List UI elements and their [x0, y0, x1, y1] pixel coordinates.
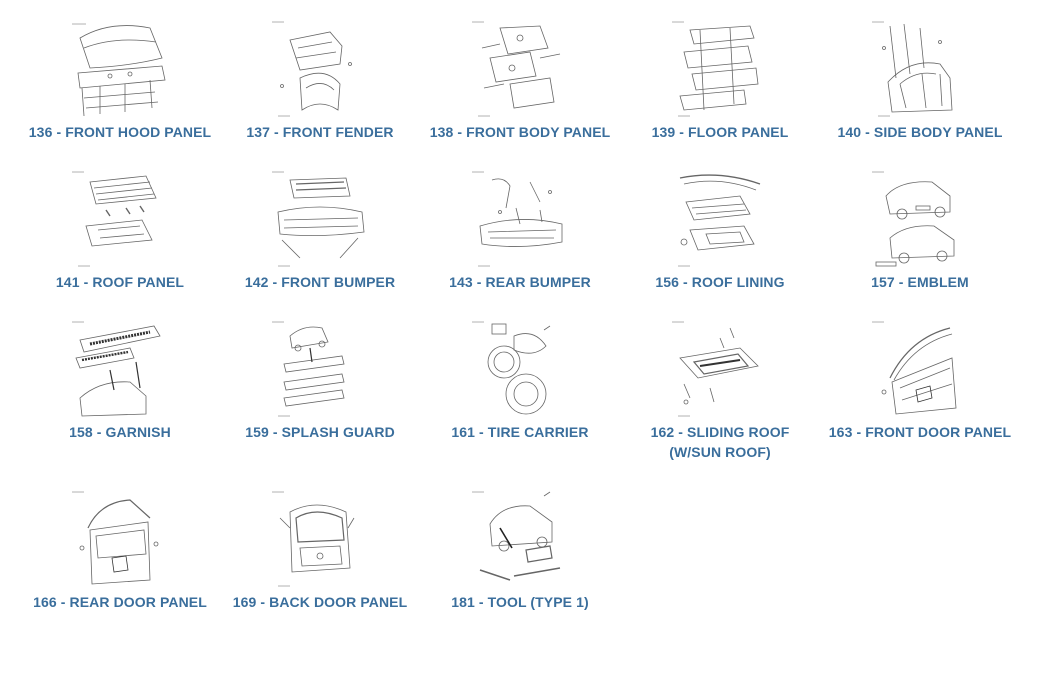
catalog-item-156[interactable]: 156 - ROOF LINING [620, 168, 820, 318]
floor-panel-diagram-icon[interactable] [670, 18, 770, 122]
catalog-item-label[interactable]: 141 - ROOF PANEL [55, 274, 185, 290]
front-fender-diagram-icon[interactable] [270, 18, 370, 122]
roof-lining-diagram-icon[interactable] [670, 168, 770, 272]
splash-guard-diagram-icon[interactable] [270, 318, 370, 422]
catalog-item-141[interactable]: 141 - ROOF PANEL [20, 168, 220, 318]
catalog-item-137[interactable]: 137 - FRONT FENDER [220, 18, 420, 168]
catalog-item-label[interactable]: 137 - FRONT FENDER [246, 124, 394, 140]
catalog-item-label[interactable]: 163 - FRONT DOOR PANEL [828, 424, 1012, 440]
catalog-item-label[interactable]: 142 - FRONT BUMPER [244, 274, 396, 290]
catalog-item-157[interactable]: 157 - EMBLEM [820, 168, 1020, 318]
catalog-item-161[interactable]: 161 - TIRE CARRIER [420, 318, 620, 488]
catalog-item-159[interactable]: 159 - SPLASH GUARD [220, 318, 420, 488]
catalog-item-label[interactable]: 143 - REAR BUMPER [449, 274, 591, 290]
catalog-item-142[interactable]: 142 - FRONT BUMPER [220, 168, 420, 318]
side-body-diagram-icon[interactable] [870, 18, 970, 122]
roof-panel-diagram-icon[interactable] [70, 168, 170, 272]
catalog-item-label[interactable]: 140 - SIDE BODY PANEL [837, 124, 1003, 140]
catalog-item-169[interactable]: 169 - BACK DOOR PANEL [220, 488, 420, 638]
catalog-item-181[interactable]: 181 - TOOL (TYPE 1) [420, 488, 620, 638]
tool-diagram-icon[interactable] [470, 488, 570, 592]
catalog-item-label[interactable]: 156 - ROOF LINING [655, 274, 785, 290]
catalog-item-label[interactable]: 159 - SPLASH GUARD [245, 424, 395, 440]
catalog-item-label[interactable]: 181 - TOOL (TYPE 1) [451, 594, 589, 610]
catalog-item-label[interactable]: 169 - BACK DOOR PANEL [232, 594, 408, 610]
parts-catalog-grid: 136 - FRONT HOOD PANEL 137 - FRONT FENDE… [20, 18, 1020, 638]
catalog-item-158[interactable]: 158 - GARNISH [20, 318, 220, 488]
catalog-item-138[interactable]: 138 - FRONT BODY PANEL [420, 18, 620, 168]
catalog-item-139[interactable]: 139 - FLOOR PANEL [620, 18, 820, 168]
catalog-item-label[interactable]: 138 - FRONT BODY PANEL [429, 124, 611, 140]
catalog-item-166[interactable]: 166 - REAR DOOR PANEL [20, 488, 220, 638]
front-hood-diagram-icon[interactable] [70, 18, 170, 122]
catalog-item-label[interactable]: 139 - FLOOR PANEL [651, 124, 789, 140]
catalog-item-136[interactable]: 136 - FRONT HOOD PANEL [20, 18, 220, 168]
rear-bumper-diagram-icon[interactable] [470, 168, 570, 272]
emblem-diagram-icon[interactable] [870, 168, 970, 272]
front-bumper-diagram-icon[interactable] [270, 168, 370, 272]
garnish-diagram-icon[interactable] [70, 318, 170, 422]
back-door-diagram-icon[interactable] [270, 488, 370, 592]
sliding-roof-diagram-icon[interactable] [670, 318, 770, 422]
tire-carrier-diagram-icon[interactable] [470, 318, 570, 422]
catalog-item-143[interactable]: 143 - REAR BUMPER [420, 168, 620, 318]
rear-door-diagram-icon[interactable] [70, 488, 170, 592]
catalog-item-140[interactable]: 140 - SIDE BODY PANEL [820, 18, 1020, 168]
front-door-diagram-icon[interactable] [870, 318, 970, 422]
front-body-diagram-icon[interactable] [470, 18, 570, 122]
catalog-item-163[interactable]: 163 - FRONT DOOR PANEL [820, 318, 1020, 488]
catalog-item-label[interactable]: 162 - SLIDING ROOF (W/SUN ROOF) [650, 424, 790, 460]
catalog-item-label[interactable]: 161 - TIRE CARRIER [451, 424, 589, 440]
catalog-item-label[interactable]: 158 - GARNISH [69, 424, 171, 440]
catalog-item-label[interactable]: 136 - FRONT HOOD PANEL [28, 124, 212, 140]
catalog-item-label[interactable]: 157 - EMBLEM [871, 274, 969, 290]
catalog-item-162[interactable]: 162 - SLIDING ROOF (W/SUN ROOF) [620, 318, 820, 488]
catalog-item-label[interactable]: 166 - REAR DOOR PANEL [33, 594, 207, 610]
